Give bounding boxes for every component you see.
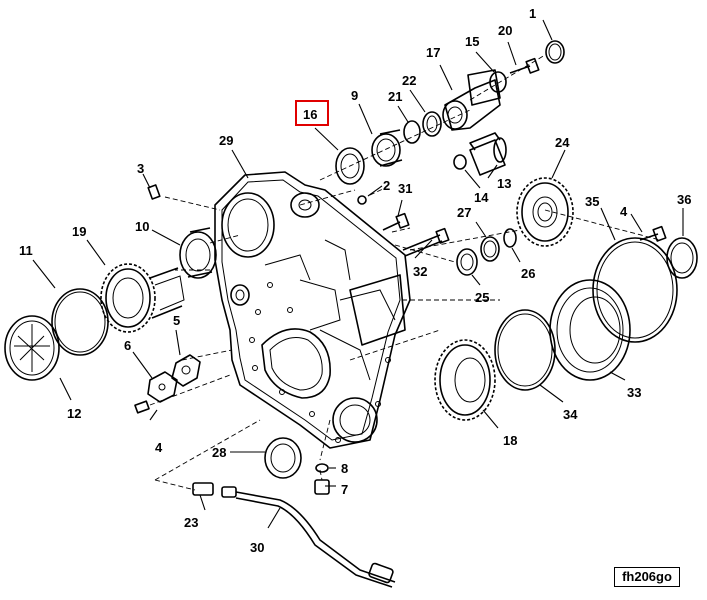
part-32-bolt — [402, 227, 450, 257]
part-26-snap-ring — [503, 228, 517, 248]
callout-21: 21 — [388, 89, 402, 104]
part-35-plate — [592, 237, 678, 343]
callout-18: 18 — [503, 433, 517, 448]
callout-33: 33 — [627, 385, 641, 400]
part-2-pin — [357, 195, 367, 205]
part-30-tube — [235, 491, 396, 588]
part-6-plate — [147, 371, 178, 403]
part-4-bolt-left — [134, 400, 150, 414]
callout-12: 12 — [67, 406, 81, 421]
part-1-ring — [545, 40, 565, 64]
part-11-seal-ring — [51, 288, 109, 356]
callout-11: 11 — [19, 243, 33, 258]
part-4-bolt-right — [639, 225, 667, 242]
part-16-seal — [335, 147, 365, 185]
callout-23: 23 — [184, 515, 198, 530]
callout-34: 34 — [563, 407, 578, 422]
callout-16: 16 — [303, 107, 317, 122]
callout-16-highlight-box — [295, 100, 329, 126]
part-5-gasket — [171, 354, 201, 387]
callout-15: 15 — [465, 34, 479, 49]
callout-26: 26 — [521, 266, 535, 281]
part-14-o-ring — [453, 154, 467, 170]
callout-7: 7 — [341, 482, 348, 497]
callout-27: 27 — [457, 205, 471, 220]
leader-lines — [32, 19, 684, 529]
part-15-retainer — [489, 71, 507, 93]
part-34-gasket — [494, 309, 556, 391]
main-housing — [214, 171, 411, 449]
callout-17: 17 — [426, 45, 440, 60]
part-33-cover — [549, 279, 631, 381]
figure-code-label: fh206go — [614, 567, 680, 587]
part-9-bearing — [371, 129, 403, 167]
part-21-ring — [403, 120, 421, 144]
callout-25: 25 — [475, 290, 489, 305]
callout-3: 3 — [137, 161, 144, 176]
callout-13: 13 — [497, 176, 511, 191]
callout-29: 29 — [219, 133, 233, 148]
callout-4-right: 4 — [620, 204, 628, 219]
part-19-gear — [100, 263, 185, 333]
part-7-plug — [314, 479, 330, 495]
callout-28: 28 — [212, 445, 226, 460]
part-13-shaft — [469, 132, 507, 176]
part-3-bolt — [147, 184, 161, 200]
part-25-bearing — [456, 248, 478, 276]
callout-9: 9 — [351, 88, 358, 103]
callout-6: 6 — [124, 338, 131, 353]
part-23-fitting — [192, 482, 237, 498]
part-22-ring — [422, 111, 442, 137]
callout-8: 8 — [341, 461, 348, 476]
callout-1: 1 — [529, 6, 536, 21]
part-36-ring — [666, 237, 698, 279]
callout-36: 36 — [677, 192, 691, 207]
part-20-bolt — [509, 57, 540, 74]
part-28-seal — [264, 437, 302, 479]
callout-10: 10 — [135, 219, 149, 234]
part-18-gear — [434, 339, 496, 421]
part-12-cover — [4, 315, 60, 381]
part-8-o-ring — [315, 463, 329, 473]
callout-24: 24 — [555, 135, 570, 150]
part-10-bearing — [179, 227, 217, 279]
callout-labels: 1 2 3 4 4 5 6 7 8 9 10 11 12 13 14 15 16… — [19, 6, 691, 555]
callout-19: 19 — [72, 224, 86, 239]
assembly-lines — [149, 54, 661, 491]
callout-4-left: 4 — [155, 440, 163, 455]
callout-14: 14 — [474, 190, 489, 205]
part-31-bolt — [382, 212, 410, 231]
callout-2: 2 — [383, 178, 390, 193]
callout-32: 32 — [413, 264, 427, 279]
callout-30: 30 — [250, 540, 264, 555]
callout-22: 22 — [402, 73, 416, 88]
part-17-housing — [442, 69, 501, 131]
part-27-ring — [480, 236, 500, 262]
part-24-gear — [516, 177, 574, 247]
callout-31: 31 — [398, 181, 412, 196]
callout-5: 5 — [173, 313, 180, 328]
callout-35: 35 — [585, 194, 599, 209]
callout-20: 20 — [498, 23, 512, 38]
